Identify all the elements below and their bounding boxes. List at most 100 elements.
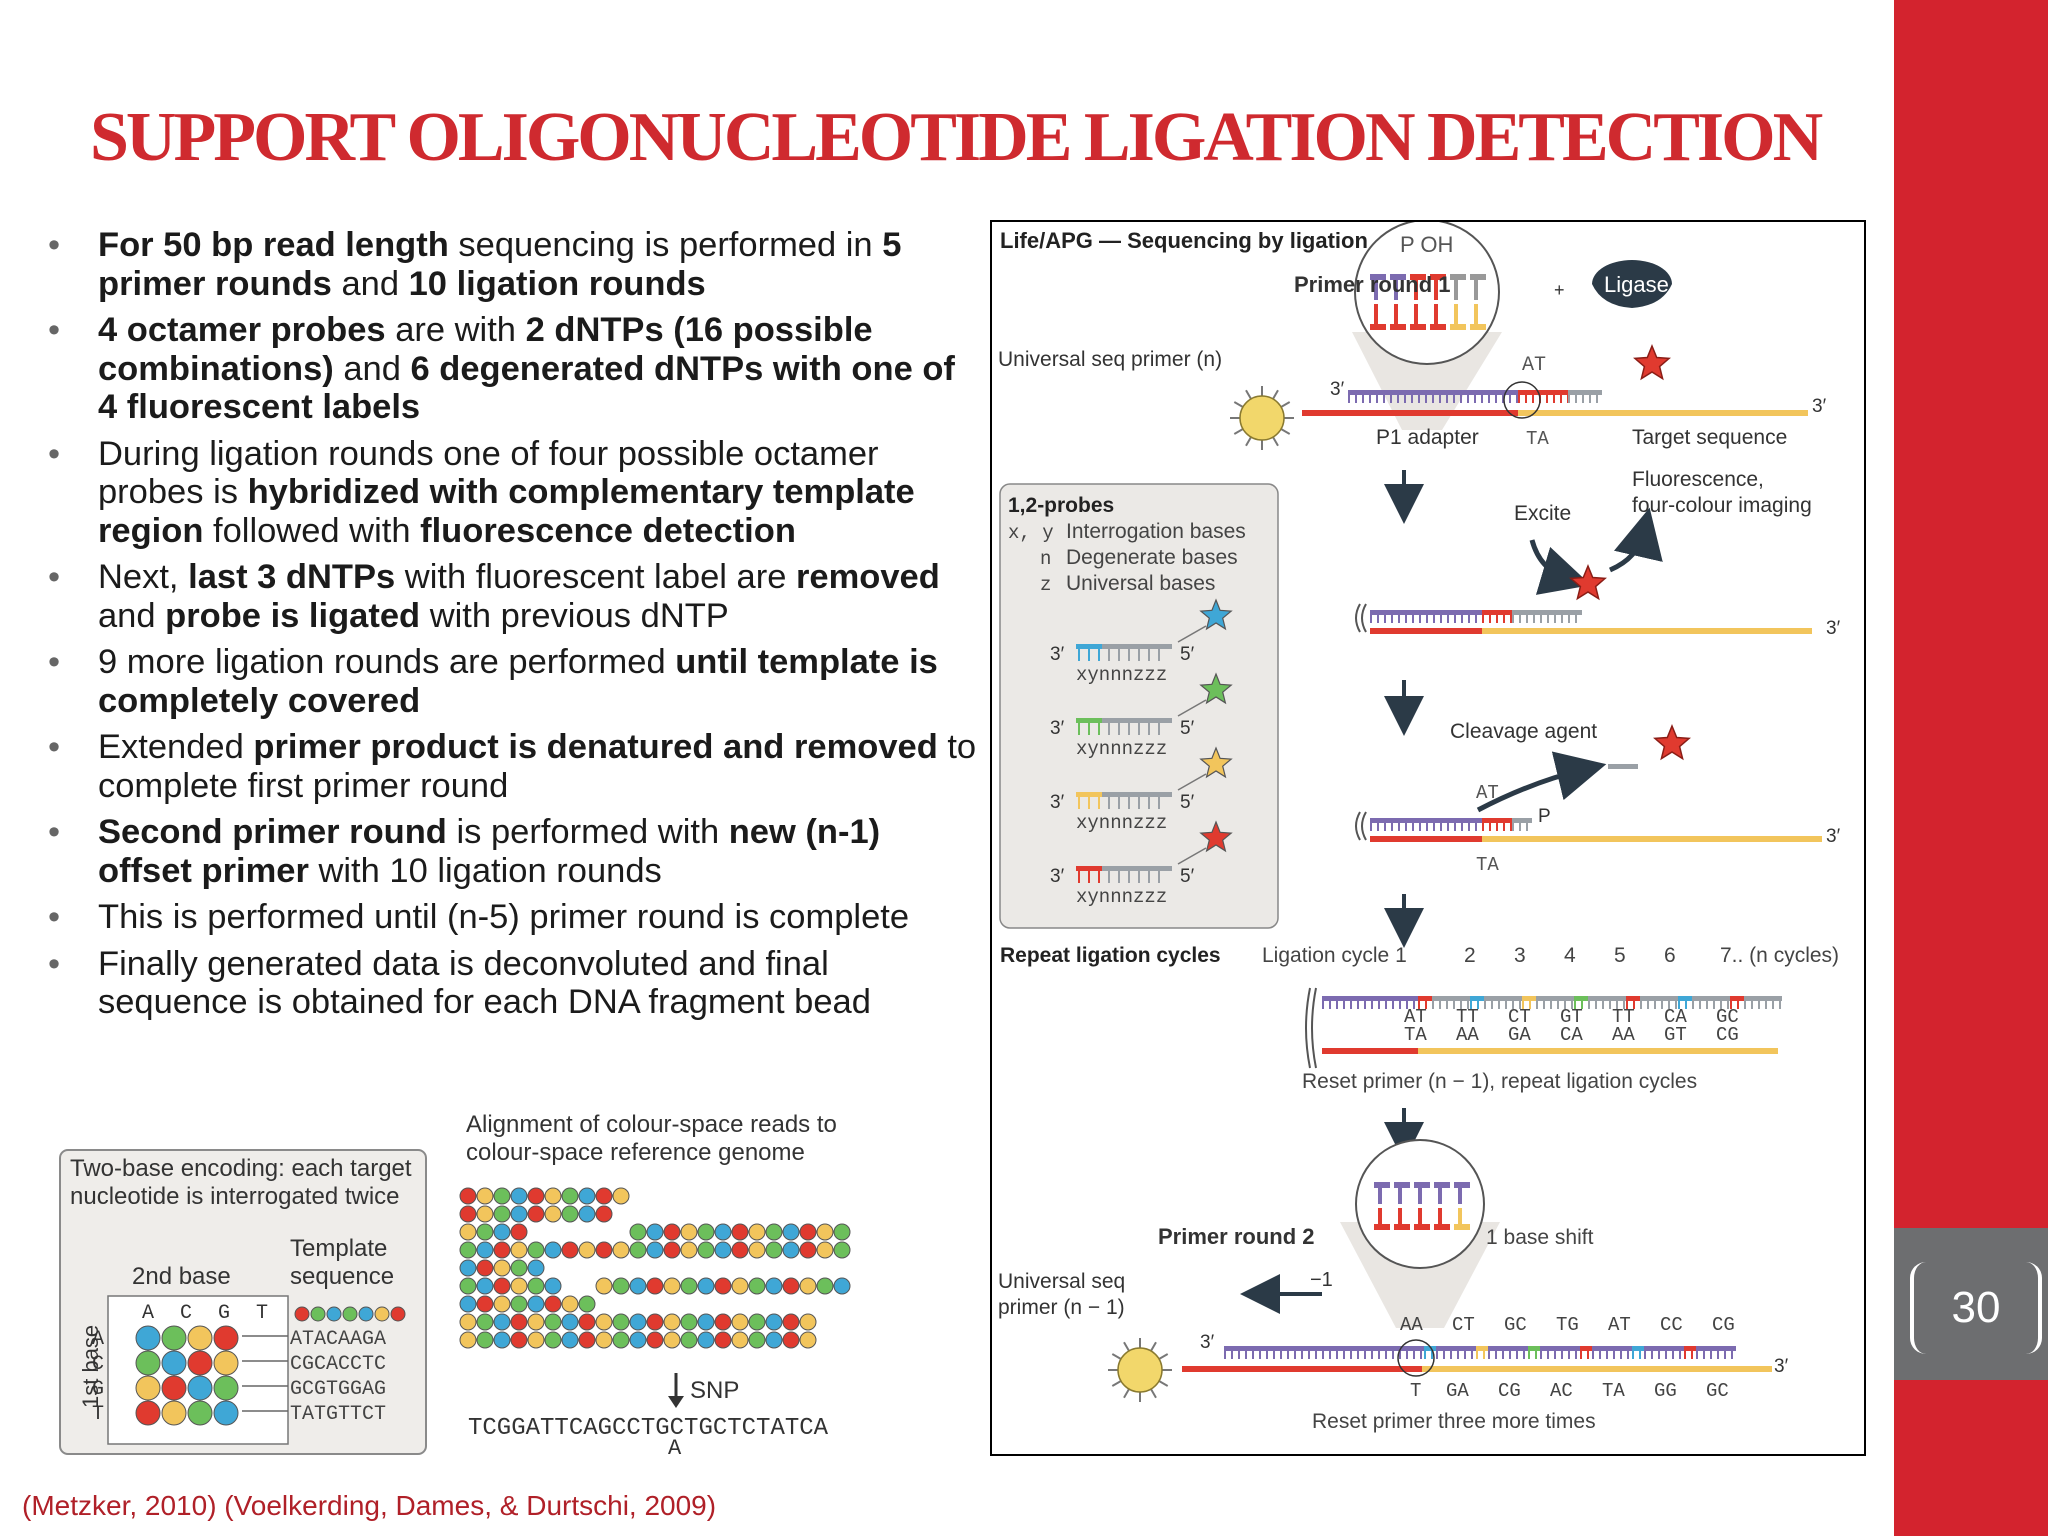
read-dot bbox=[544, 1277, 562, 1295]
read-dot bbox=[731, 1223, 749, 1241]
p1-adapter-label: P1 adapter bbox=[1376, 426, 1479, 449]
read-dot bbox=[527, 1205, 545, 1223]
round2-probe-body-tooth bbox=[1561, 1351, 1563, 1359]
read-dot bbox=[510, 1259, 528, 1277]
primer-strand bbox=[1370, 610, 1482, 615]
probe-tooth bbox=[1098, 871, 1100, 883]
probe-body bbox=[1102, 644, 1172, 649]
template-segment bbox=[1470, 324, 1486, 330]
probe-segment bbox=[1410, 274, 1426, 280]
read-dot bbox=[493, 1277, 511, 1295]
probe-legend-code: z bbox=[1040, 574, 1051, 596]
primer-strand-tooth bbox=[1343, 1351, 1345, 1359]
cycle-probe-body-tooth bbox=[1543, 1001, 1545, 1009]
primer-strand-tooth bbox=[1378, 1351, 1380, 1359]
read-dot bbox=[561, 1313, 579, 1331]
read-dot bbox=[510, 1241, 528, 1259]
cycle-probe-body-tooth bbox=[1706, 1001, 1708, 1009]
read-dot bbox=[510, 1277, 528, 1295]
round2-probe-body-tooth bbox=[1679, 1351, 1681, 1359]
template-dot bbox=[294, 1306, 310, 1322]
primer-strand-tooth bbox=[1238, 1351, 1240, 1359]
primer-strand-tooth bbox=[1377, 823, 1379, 831]
read-dot bbox=[782, 1241, 800, 1259]
cleavage-agent-label: Cleavage agent bbox=[1450, 720, 1597, 743]
cycle-probe-body-tooth bbox=[1536, 1001, 1538, 1009]
cycle-probe bbox=[1470, 996, 1484, 1001]
probe-tooth bbox=[1078, 871, 1080, 883]
cycle-probe-body-tooth bbox=[1460, 1001, 1462, 1009]
cycle-probe-tooth bbox=[1678, 1001, 1680, 1009]
read-dot bbox=[680, 1241, 698, 1259]
read-dot bbox=[663, 1223, 681, 1241]
encoding-dot bbox=[161, 1400, 187, 1426]
cycle-probe-body-tooth bbox=[1453, 1001, 1455, 1009]
encoding-dot bbox=[161, 1325, 187, 1351]
cycle-probe-body-tooth bbox=[1609, 1001, 1611, 1009]
primer-strand-tooth bbox=[1370, 615, 1372, 623]
star-icon bbox=[1199, 746, 1233, 779]
cycle-probe bbox=[1730, 996, 1744, 1001]
read-dot bbox=[459, 1187, 477, 1205]
primer-strand-tooth bbox=[1433, 615, 1435, 623]
read-dot bbox=[816, 1241, 834, 1259]
round2-probe-body bbox=[1540, 1346, 1580, 1351]
cycle-bottom-base: AA bbox=[1456, 1024, 1479, 1046]
read-dot bbox=[629, 1313, 647, 1331]
base-letter: A bbox=[92, 1328, 104, 1351]
primer-strand-tooth bbox=[1371, 1351, 1373, 1359]
probe-legend-code: n bbox=[1040, 548, 1051, 570]
cycle-top-base: GT bbox=[1560, 1006, 1583, 1028]
round2-probe-tooth bbox=[1632, 1351, 1634, 1359]
read-dot bbox=[663, 1313, 681, 1331]
cycle-probe-body-tooth bbox=[1772, 1001, 1774, 1009]
cycle-probe-tooth bbox=[1529, 1001, 1531, 1009]
template-tooth bbox=[1474, 304, 1478, 324]
read-dot bbox=[646, 1313, 664, 1331]
primer-strand-tooth bbox=[1405, 823, 1407, 831]
round2-probe-tooth bbox=[1431, 1351, 1433, 1359]
read-dot bbox=[731, 1277, 749, 1295]
cleavage-arrow bbox=[1476, 751, 1607, 813]
round2-probe-body-tooth bbox=[1457, 1351, 1459, 1359]
ligase-enzyme bbox=[1592, 260, 1672, 308]
read-dot bbox=[493, 1313, 511, 1331]
read-dot bbox=[544, 1331, 562, 1349]
bullet-item: Finally generated data is deconvoluted a… bbox=[48, 945, 978, 1022]
read-dot bbox=[527, 1187, 545, 1205]
primer-strand-tooth bbox=[1384, 823, 1386, 831]
cycle-probe-body bbox=[1484, 996, 1522, 1001]
cycle-probe-body-tooth bbox=[1484, 1001, 1486, 1009]
probe-strand-tooth bbox=[1489, 823, 1491, 831]
probe-strand-tooth bbox=[1510, 615, 1512, 623]
template-tooth bbox=[1398, 1208, 1402, 1224]
encoding-dot bbox=[213, 1350, 239, 1376]
excite-label: Excite bbox=[1514, 502, 1571, 525]
adapter-strand bbox=[1370, 628, 1482, 634]
first-base-label: 1st base bbox=[78, 1325, 103, 1408]
sequencing-by-ligation-figure: Life/APG — Sequencing by ligation P OH P… bbox=[990, 220, 1866, 1456]
read-dot bbox=[459, 1331, 477, 1349]
tail-strand-tooth bbox=[1561, 615, 1563, 623]
round2-bottom-base: AC bbox=[1550, 1380, 1573, 1402]
read-dot bbox=[748, 1277, 766, 1295]
bullet-item: 4 octamer probes are with 2 dNTPs (16 po… bbox=[48, 311, 978, 427]
cycle-probe-body-tooth bbox=[1713, 1001, 1715, 1009]
bullet-item: 9 more ligation rounds are performed unt… bbox=[48, 643, 978, 720]
cycle-probe-body-tooth bbox=[1744, 1001, 1746, 1009]
template-segment bbox=[1374, 1224, 1390, 1230]
primer-strand-tooth bbox=[1364, 1351, 1366, 1359]
read-dot bbox=[663, 1277, 681, 1295]
ta-label-1: TA bbox=[1526, 428, 1549, 450]
cycle-probe bbox=[1522, 996, 1536, 1001]
read-dot bbox=[459, 1295, 477, 1313]
probe-tooth bbox=[1438, 1188, 1442, 1204]
round2-top-base: CG bbox=[1712, 1314, 1735, 1336]
round2-top-base: TG bbox=[1556, 1314, 1579, 1336]
slide-title: SUPPORT OLIGONUCLEOTIDE LIGATION DETECTI… bbox=[90, 99, 1823, 176]
target-sequence-label: Target sequence bbox=[1632, 426, 1787, 449]
probe-tooth bbox=[1138, 723, 1140, 735]
read-dot bbox=[680, 1277, 698, 1295]
primer-strand-tooth bbox=[1418, 395, 1420, 403]
round2-probe-body-tooth bbox=[1554, 1351, 1556, 1359]
